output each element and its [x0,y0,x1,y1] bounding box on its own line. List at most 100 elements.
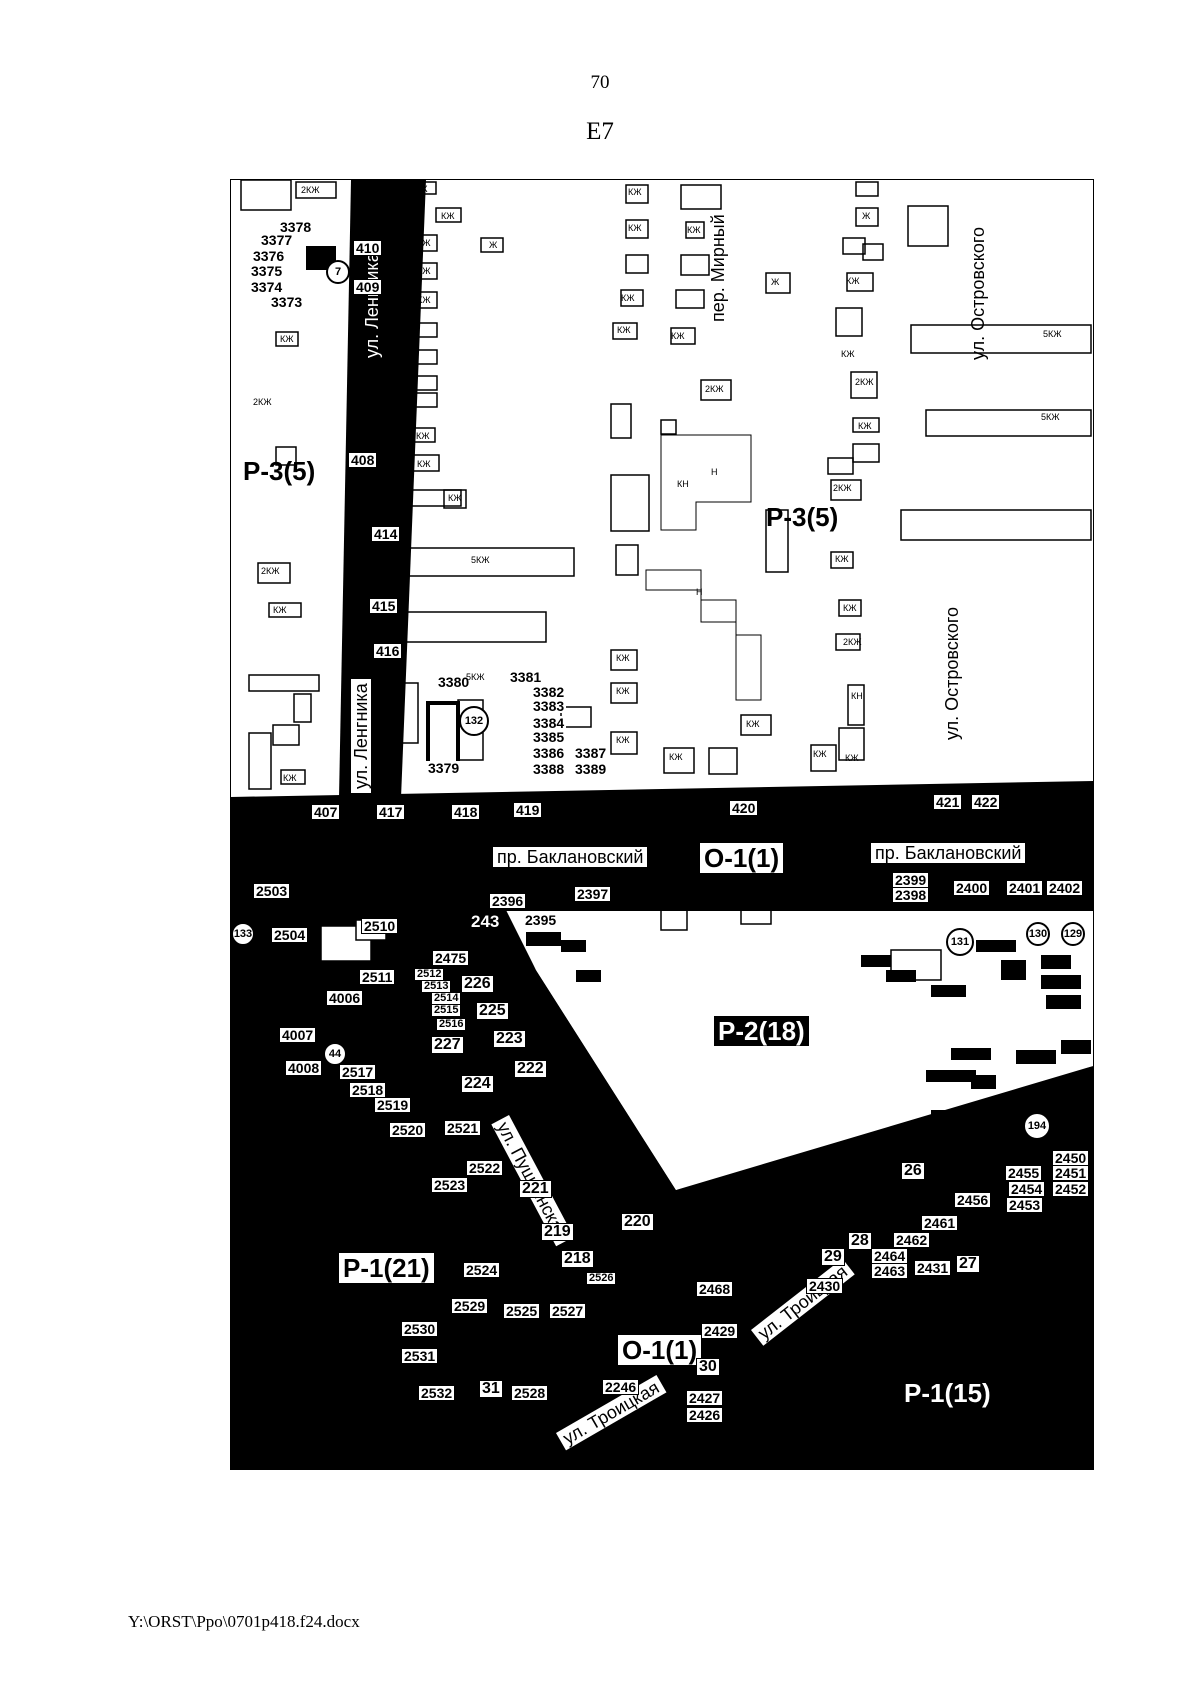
object-circle-131: 131 [946,928,974,956]
object-circle-7: 7 [326,260,350,284]
building-label-6: КЖ [417,266,431,276]
building-label-27: 2КЖ [855,377,874,387]
lengnika-street-area [339,180,426,798]
building-label-1: 2КЖ [301,185,320,195]
parcel-2524: 2524 [463,1262,501,1278]
parcel-3383: 3383 [531,698,567,714]
parcel-3389: 3389 [573,761,609,777]
parcel-2531: 2531 [401,1348,439,1364]
parcel-2511: 2511 [359,969,396,985]
parcel-2402: 2402 [1046,880,1084,896]
building-label-47: КН [851,691,863,701]
baklanovsky-avenue-area [231,781,1093,913]
parcel-407: 407 [311,804,341,820]
parcel-416: 416 [373,643,403,659]
parcel-2520: 2520 [389,1122,427,1138]
building-label-13: 2КЖ [261,566,280,576]
parcel-414: 414 [371,526,401,542]
sheet-code: E7 [586,118,614,145]
parcel-26: 26 [901,1162,925,1180]
parcel-2475: 2475 [432,950,470,966]
parcel-226: 226 [461,975,494,993]
dark-buildings [526,932,1091,1222]
building-label-26: КЖ [669,752,683,762]
building-label-9: 2КЖ [253,397,272,407]
street-lengnika-2: ул. Ленгника [351,679,371,793]
building-label-44: КЖ [835,554,849,564]
building-label-4: Ж [489,240,498,250]
parcel-4007: 4007 [279,1027,317,1043]
building-label-18: КЖ [628,223,642,233]
building-label-35: КЖ [671,331,685,341]
parcel-224: 224 [461,1075,494,1093]
zone-label-p3-west: Р-3(5) [243,456,316,486]
object-circle-132: 132 [459,706,489,736]
building-label-14: КЖ [273,605,287,615]
parcel-410: 410 [353,240,383,256]
parcel-2463: 2463 [871,1263,909,1279]
zone-label-p1-15: Р-1(15) [904,1378,991,1408]
building-label-41: КЖ [846,276,860,286]
building-label-10: КЖ [416,431,430,441]
parcel-3378: 3378 [278,219,314,235]
footer-file-path: Y:\ORST\Ppo\0701p418.f24.docx [128,1612,360,1631]
parcel-3386: 3386 [531,745,567,761]
building-label-20: КН [677,479,689,489]
parcel-2526: 2526 [586,1272,617,1285]
parcel-2431: 2431 [914,1260,952,1276]
parcel-2510: 2510 [361,918,399,934]
building-label-15: КЖ [283,773,297,783]
building-label-46: КЖ [845,753,859,763]
parcel-408: 408 [348,452,378,468]
parcel-2522: 2522 [466,1160,504,1176]
parcel-2396: 2396 [489,893,527,909]
building-label-11: КЖ [417,459,431,469]
zoning-map: Р-3(5) Р-3(5) О-1(1) Р-2(18) Р-1(21) О-1… [230,179,1094,1470]
parcel-28: 28 [848,1232,872,1250]
parcel-219: 219 [541,1223,574,1241]
building-label-36: 2КЖ [705,384,724,394]
building-label-45: КЖ [813,749,827,759]
parcel-3376: 3376 [251,248,287,264]
parcel-2426: 2426 [686,1407,724,1423]
parcel-422: 422 [971,794,1001,810]
parcel-222: 222 [514,1060,547,1078]
parcel-2525: 2525 [503,1303,541,1319]
parcel-2430: 2430 [806,1278,844,1294]
parcel-2398: 2398 [892,887,930,903]
parcel-2395: 2395 [523,912,559,928]
parcel-2427: 2427 [686,1390,724,1406]
parcel-2528: 2528 [511,1385,549,1401]
parcel-417: 417 [376,804,406,820]
building-label-25: КЖ [616,735,630,745]
object-circle-44: 44 [323,1042,347,1066]
parcel-4006: 4006 [326,990,364,1006]
building-label-40: КЖ [841,349,855,359]
parcel-2513: 2513 [421,980,452,993]
street-ostrovskogo-1: ул. Островского [968,226,988,360]
parcel-420: 420 [729,800,759,816]
building-label-34: Ж [771,277,780,287]
building-label-37: КЖ [621,293,635,303]
street-lengnika-1: ул. Ленгника [362,252,382,358]
parcel-2527: 2527 [549,1303,587,1319]
building-label-16: 5КЖ [471,555,490,565]
building-label-12: КЖ [448,493,462,503]
object-circle-130: 130 [1026,922,1050,946]
zone-label-p2: Р-2(18) [714,1016,809,1046]
parcel-2461: 2461 [921,1215,959,1231]
zone-label-o1-main: О-1(1) [700,843,784,873]
parcel-2468: 2468 [696,1281,734,1297]
parcel-3385: 3385 [531,729,567,745]
parcel-3381: 3381 [508,669,544,685]
parcel-220: 220 [621,1213,654,1231]
parcel-27: 27 [956,1255,980,1273]
parcel-3379: 3379 [426,760,462,776]
parcel-3375: 3375 [249,263,285,279]
building-label-33: КЖ [687,225,701,235]
building-label-3: КЖ [441,211,455,221]
parcel-2397: 2397 [574,886,612,902]
street-baklanovsky-2: пр. Баклановский [871,843,1026,863]
building-label-32: 4КЖ [631,867,650,877]
parcel-3384: 3384 [531,715,567,731]
